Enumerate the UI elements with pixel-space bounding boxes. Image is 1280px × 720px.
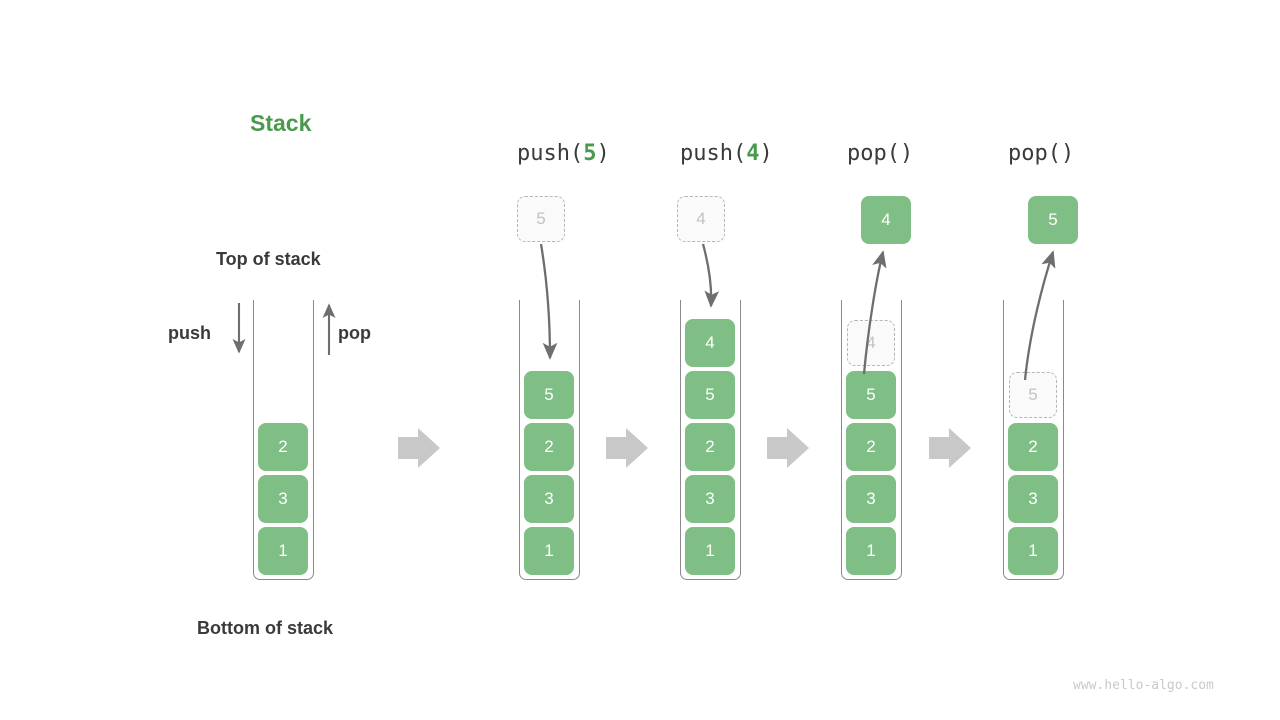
step-arrow-3 [767,428,809,468]
stack-cell: 3 [524,475,574,523]
stack-cell: 1 [685,527,735,575]
floating-popped-cell: 4 [861,196,911,244]
stack-ghost-cell: 5 [1009,372,1057,418]
stack-cell: 1 [1008,527,1058,575]
stack-cell: 4 [685,319,735,367]
op-label-pop-1: pop() [847,141,913,166]
op-arg: 5 [583,141,597,166]
op-label-pop-2: pop() [1008,141,1074,166]
floating-popped-cell: 5 [1028,196,1078,244]
stack-cell: 5 [846,371,896,419]
op-suffix: ) [596,141,610,166]
pop-label: pop [338,323,371,343]
bottom-of-stack-label: Bottom of stack [197,618,334,638]
stack-container [253,300,314,580]
step-arrow-4 [929,428,971,468]
stack-cell: 5 [685,371,735,419]
stack-cell: 2 [258,423,308,471]
stack-cell: 2 [1008,423,1058,471]
step-arrow-2 [606,428,648,468]
op-suffix: ) [1060,141,1075,166]
step-arrow-1 [398,428,440,468]
top-of-stack-label: Top of stack [216,249,321,269]
stack-container [519,300,580,580]
op-prefix: push( [680,141,747,166]
op-arg: 4 [746,141,760,166]
op-label-push-5: push(5) [517,141,610,166]
stack-cell: 2 [524,423,574,471]
stack-cell: 2 [685,423,735,471]
op-suffix: ) [759,141,773,166]
push-4-motion-arrow-icon [701,243,720,308]
stack-cell: 1 [258,527,308,575]
stack-container [841,300,902,580]
stack-cell: 1 [524,527,574,575]
stack-cell: 3 [258,475,308,523]
stack-container [680,300,741,580]
op-prefix: push( [517,141,584,166]
op-prefix: pop( [1008,141,1061,166]
stack-cell: 2 [846,423,896,471]
op-suffix: ) [899,141,914,166]
stack-cell: 5 [524,371,574,419]
push-label: push [168,323,211,343]
stack-cell: 1 [846,527,896,575]
watermark: www.hello-algo.com [1073,678,1214,693]
floating-ghost-cell: 4 [677,196,725,242]
stack-cell: 3 [1008,475,1058,523]
floating-ghost-cell: 5 [517,196,565,242]
op-label-push-4: push(4) [680,141,773,166]
op-prefix: pop( [847,141,900,166]
stack-cell: 3 [846,475,896,523]
stack-cell: 3 [685,475,735,523]
stack-container [1003,300,1064,580]
stack-ghost-cell: 4 [847,320,895,366]
page-title: Stack [250,110,312,136]
